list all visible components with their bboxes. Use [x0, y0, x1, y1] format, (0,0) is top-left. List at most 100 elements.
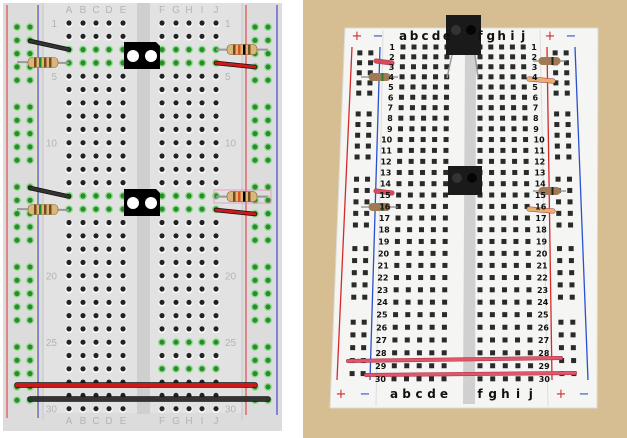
breadboard-hole	[120, 259, 126, 265]
row-number: 2	[389, 53, 395, 62]
breadboard-hole	[393, 287, 399, 293]
breadboard-hole	[515, 376, 521, 382]
breadboard-hole	[363, 222, 369, 228]
breadboard-hole	[417, 312, 423, 318]
breadboard-hole	[80, 352, 86, 359]
breadboard-hole	[106, 153, 112, 159]
breadboard-hole	[408, 158, 414, 164]
breadboard-hole	[252, 277, 258, 283]
breadboard-hole	[489, 312, 495, 318]
breadboard-hole	[252, 371, 258, 377]
breadboard-hole	[252, 344, 258, 350]
breadboard-hole	[159, 326, 165, 332]
breadboard-hole	[213, 299, 219, 305]
row-number: 1	[389, 43, 395, 52]
breadboard-hole	[477, 94, 483, 100]
row-number: 19	[378, 237, 390, 246]
breadboard-hole	[418, 250, 424, 256]
breadboard-hole	[265, 317, 271, 323]
breadboard-hole	[27, 317, 33, 323]
breadboard-hole	[421, 84, 427, 90]
row-number: 13	[380, 168, 391, 177]
breadboard-hole	[527, 350, 533, 356]
breadboard-hole	[186, 140, 192, 146]
row-label: 25	[225, 338, 237, 349]
breadboard-hole	[502, 376, 508, 382]
breadboard-hole	[501, 203, 507, 209]
breadboard-hole	[159, 73, 165, 79]
breadboard-hole	[199, 206, 205, 212]
breadboard-hole	[489, 158, 495, 164]
breadboard-hole	[409, 115, 415, 121]
breadboard-hole	[186, 246, 192, 252]
breadboard-hole	[365, 176, 371, 182]
breadboard-hole	[556, 210, 562, 216]
row-number: 28	[538, 349, 550, 358]
breadboard-hole	[364, 187, 370, 193]
breadboard-hole	[120, 113, 126, 119]
breadboard-hole	[490, 363, 496, 369]
breadboard-hole	[397, 158, 403, 164]
breadboard-hole	[499, 54, 505, 60]
breadboard-hole	[186, 206, 192, 212]
breadboard-hole	[553, 90, 559, 96]
row-label: 30	[225, 405, 237, 416]
breadboard-hole	[391, 363, 397, 369]
breadboard-hole	[419, 203, 425, 209]
breadboard-hole	[420, 169, 426, 175]
breadboard-hole	[199, 339, 205, 345]
row-number: 22	[377, 274, 388, 283]
sensor-lead	[446, 54, 453, 79]
breadboard-hole	[477, 137, 483, 143]
breadboard-hole	[367, 80, 373, 86]
breadboard-hole	[511, 137, 517, 143]
breadboard-hole	[477, 84, 483, 90]
breadboard-hole	[502, 312, 508, 318]
row-number: 9	[387, 125, 393, 134]
breadboard-hole	[557, 270, 563, 276]
breadboard-hole	[199, 153, 205, 159]
breadboard-hole	[159, 33, 165, 39]
breadboard-hole	[80, 100, 86, 106]
sensor-body	[446, 15, 481, 55]
breadboard-hole	[159, 60, 165, 66]
breadboard-hole	[93, 86, 99, 93]
breadboard-hole	[502, 299, 508, 305]
breadboard-hole	[513, 227, 519, 233]
breadboard-hole	[488, 94, 494, 100]
breadboard-hole	[525, 227, 531, 233]
breadboard-hole	[199, 313, 205, 319]
row-number: 29	[375, 362, 387, 371]
breadboard-hole	[93, 259, 99, 265]
breadboard-hole	[442, 287, 448, 293]
breadboard-hole	[80, 20, 86, 26]
breadboard-hole	[499, 94, 505, 100]
divider	[539, 29, 549, 407]
ir-sensor-top	[124, 42, 160, 69]
breadboard-hole	[366, 111, 372, 117]
breadboard-hole	[501, 238, 507, 244]
breadboard-hole	[199, 73, 205, 79]
breadboard-hole	[120, 219, 126, 226]
breadboard-hole	[433, 64, 439, 70]
row-number: 15	[535, 191, 547, 200]
breadboard-hole	[199, 299, 205, 305]
breadboard-hole	[80, 140, 86, 146]
breadboard-hole	[120, 153, 126, 159]
sensor-body	[124, 189, 160, 216]
column-label: H	[185, 416, 192, 427]
breadboard-hole	[512, 158, 518, 164]
breadboard-hole	[514, 312, 520, 318]
breadboard-hole	[159, 366, 165, 372]
breadboard-hole	[120, 246, 126, 252]
breadboard-hole	[252, 304, 258, 310]
breadboard-hole	[515, 363, 521, 369]
column-label: G	[172, 416, 180, 427]
column-label: j	[528, 387, 533, 401]
breadboard-hole	[421, 94, 427, 100]
breadboard-hole	[213, 180, 219, 186]
resistor-band	[233, 191, 236, 202]
breadboard-hole	[93, 126, 99, 132]
breadboard-hole	[554, 132, 560, 138]
